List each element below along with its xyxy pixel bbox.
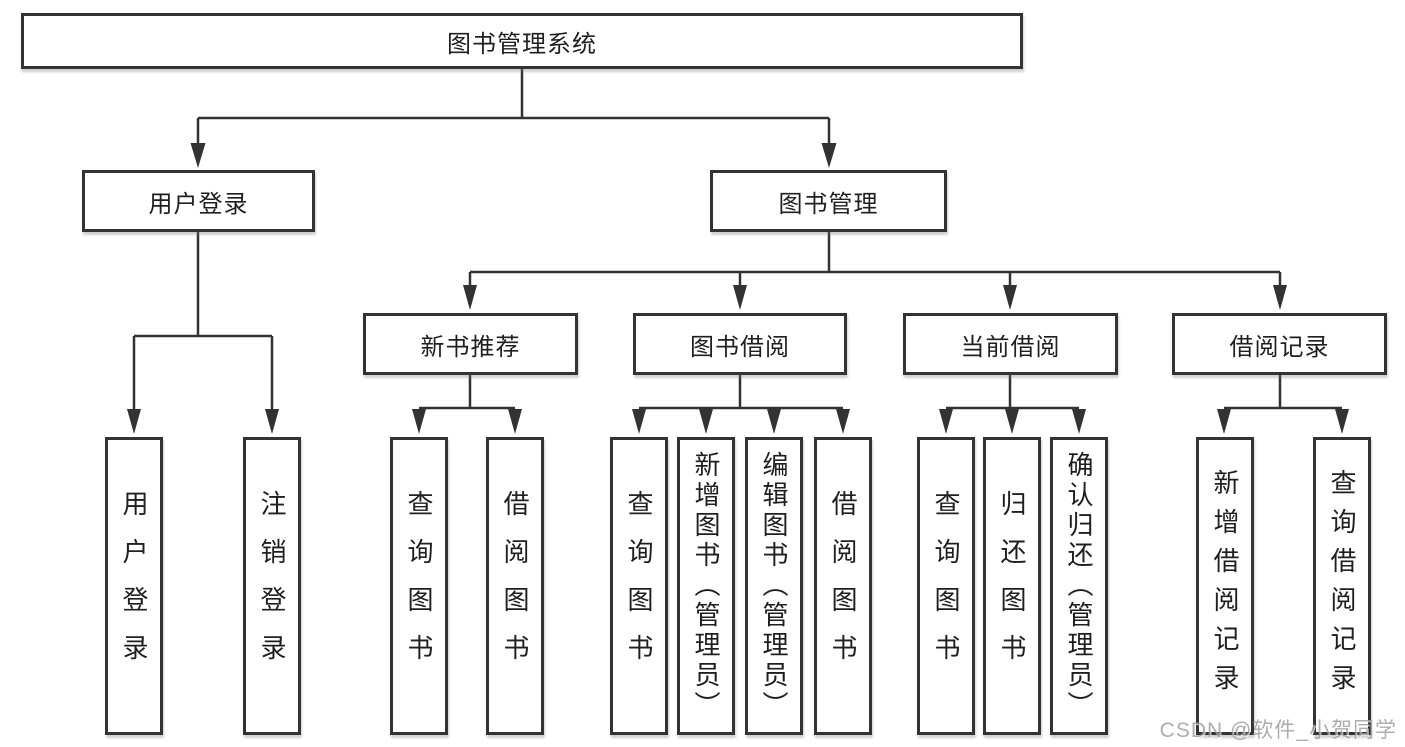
node-current-borrowing: 当前借阅 [903,313,1118,375]
leaf-query-books-borrowing: 查询图书 [610,437,668,735]
leaf-edit-books-admin: 编辑图书（管理员） [745,437,803,735]
node-label: 图书借阅 [690,333,790,361]
node-label: 图书管理 [778,190,879,218]
node-label: 图书管理系统 [447,30,597,58]
node-library-management-system: 图书管理系统 [21,13,1023,69]
leaf-label: 查询图书 [931,490,961,682]
node-borrowing-records: 借阅记录 [1172,313,1387,375]
leaf-label: 借阅图书 [500,490,530,682]
leaf-label: 查询图书 [404,490,434,682]
csdn-watermark: CSDN @软件_小贺同学 [1159,719,1397,742]
leaf-label: 查询借阅记录 [1327,469,1357,703]
node-book-borrowing: 图书借阅 [633,313,847,375]
leaf-user-login: 用户登录 [105,437,163,735]
leaf-label: 归还图书 [997,490,1027,682]
leaf-query-books-current: 查询图书 [917,437,975,735]
leaf-borrow-books-borrowing: 借阅图书 [814,437,872,735]
leaf-query-borrow-record: 查询借阅记录 [1313,437,1371,735]
leaf-add-borrow-record: 新增借阅记录 [1196,437,1254,735]
leaf-label: 确认归还（管理员） [1064,451,1094,721]
leaf-logout: 注销登录 [243,437,301,735]
node-user-login: 用户登录 [82,170,315,232]
leaf-return-books: 归还图书 [983,437,1041,735]
leaf-label: 新增图书（管理员） [691,451,721,721]
leaf-label: 编辑图书（管理员） [759,451,789,721]
leaf-label: 新增借阅记录 [1210,469,1240,703]
leaf-borrow-books-recommendation: 借阅图书 [486,437,544,735]
node-label: 借阅记录 [1229,333,1330,361]
leaf-query-books-recommendation: 查询图书 [390,437,448,735]
arrowheads [127,143,1349,434]
node-label: 新书推荐 [420,333,521,361]
node-new-book-recommendation: 新书推荐 [363,313,578,375]
node-book-management: 图书管理 [710,170,947,232]
leaf-label: 注销登录 [257,490,287,682]
node-label: 用户登录 [148,190,249,218]
node-label: 当前借阅 [960,333,1061,361]
leaf-label: 查询图书 [624,490,654,682]
leaf-add-books-admin: 新增图书（管理员） [677,437,735,735]
leaf-confirm-return-admin: 确认归还（管理员） [1050,437,1108,735]
leaf-label: 借阅图书 [828,490,858,682]
leaf-label: 用户登录 [119,490,149,682]
